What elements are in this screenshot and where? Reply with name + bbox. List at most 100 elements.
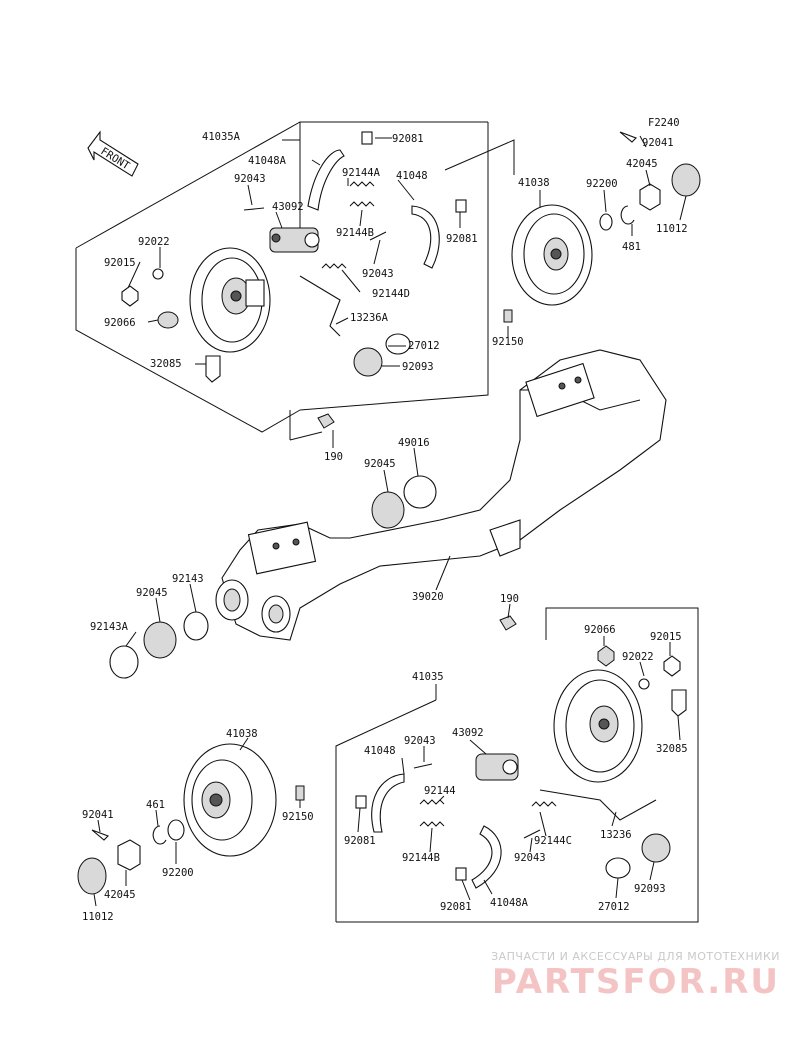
clip-92081-lower [355, 795, 367, 809]
label-42045: 42045 [104, 889, 136, 901]
label-92144: 92144 [424, 785, 456, 797]
clip-92081-upper [361, 131, 373, 145]
label-190: 190 [324, 451, 343, 463]
label-92144C: 92144C [534, 835, 572, 847]
label-43092: 43092 [272, 201, 304, 213]
label-41048A: 41048A [490, 897, 529, 909]
clip-92081-upper-right [455, 199, 467, 213]
label-27012: 27012 [408, 340, 440, 352]
brake-drum-upper-right [444, 139, 593, 306]
bearing-92045-upper [371, 491, 405, 529]
brake-shoe-upper-b [411, 205, 440, 269]
label-92045: 92045 [136, 587, 168, 599]
pin-92041-lower [91, 829, 109, 841]
label-92041: 92041 [82, 809, 114, 821]
bolt-190-lower [499, 615, 517, 631]
label-461: 461 [146, 799, 165, 811]
label-13236: 13236 [600, 829, 632, 841]
label-32085: 32085 [150, 358, 182, 370]
brake-drum-lower-left [183, 743, 277, 857]
label-92081: 92081 [344, 835, 376, 847]
label-27012: 27012 [598, 901, 630, 913]
label-92144D: 92144D [372, 288, 410, 300]
pin-92041-upper [619, 131, 637, 143]
label-92150: 92150 [492, 336, 524, 348]
washer-92200-upper [599, 213, 613, 231]
label-43092: 43092 [452, 727, 484, 739]
pin-92043-upper-b [369, 231, 387, 241]
label-92015: 92015 [104, 257, 136, 269]
brake-shoe-upper-a [307, 149, 345, 211]
spring-92144D [321, 263, 347, 269]
sleeve-92143A [109, 645, 139, 679]
label-92143A: 92143A [90, 621, 129, 633]
axle-housing-39020 [215, 349, 667, 641]
brake-shoe-lower-b [471, 825, 502, 889]
watermark-logo: PARTSFOR.RU [491, 962, 780, 1002]
label-481: 481 [622, 241, 641, 253]
lever-13236 [539, 789, 657, 821]
spring-92144C [531, 801, 557, 807]
spring-92144 [419, 799, 445, 805]
label-190: 190 [500, 593, 519, 605]
label-92093: 92093 [634, 883, 666, 895]
label-92144A: 92144A [342, 167, 381, 179]
label-39020: 39020 [412, 591, 444, 603]
seal-27012-lower [605, 857, 631, 879]
seal-49016 [403, 475, 437, 509]
label-11012: 11012 [656, 223, 688, 235]
upper-left-assembly-box [75, 121, 489, 441]
nut-92015-lower [663, 655, 681, 677]
label-92022: 92022 [622, 651, 654, 663]
label-92043: 92043 [234, 173, 266, 185]
label-92043: 92043 [404, 735, 436, 747]
label-41048: 41048 [364, 745, 396, 757]
label-92144B: 92144B [402, 852, 440, 864]
brake-panel-upper [189, 247, 271, 353]
lower-right-assembly-box [335, 607, 699, 923]
bolt-92150-lower [295, 785, 305, 801]
label-92150: 92150 [282, 811, 314, 823]
part-labels: F2240 41035A 92081 41048A 92144A 41048 9… [82, 117, 688, 923]
nut-42045-upper [639, 183, 661, 211]
label-41035: 41035 [412, 671, 444, 683]
front-arrow-icon: FRONT [87, 130, 139, 177]
spring-32085-upper [205, 355, 221, 383]
ring-461 [152, 825, 167, 845]
label-92081: 92081 [440, 901, 472, 913]
sleeve-92143 [183, 611, 209, 641]
label-92043: 92043 [514, 852, 546, 864]
label-92200: 92200 [586, 178, 618, 190]
nut-92015-upper [121, 285, 139, 307]
brake-shoe-lower-a [371, 773, 405, 833]
nut-42045-lower [117, 839, 141, 871]
pin-92043-upper [243, 207, 265, 211]
label-41035A: 41035A [202, 131, 241, 143]
pin-92043-lower-b [523, 829, 541, 839]
wheel-cylinder-lower [475, 753, 519, 781]
label-92081: 92081 [446, 233, 478, 245]
spring-92144A [349, 181, 375, 187]
watermark-tagline: ЗАПЧАСТИ И АКСЕССУАРЫ ДЛЯ МОТОТЕХНИКИ [491, 950, 780, 963]
label-92022: 92022 [138, 236, 170, 248]
spring-92144B-upper [349, 201, 375, 207]
label-92066: 92066 [104, 317, 136, 329]
watermark: ЗАПЧАСТИ И АКСЕССУАРЫ ДЛЯ МОТОТЕХНИКИ PA… [491, 950, 780, 1001]
spring-92144B-lower [419, 821, 445, 827]
label-92015: 92015 [650, 631, 682, 643]
label-92093: 92093 [402, 361, 434, 373]
label-42045: 42045 [626, 158, 658, 170]
label-41038: 41038 [518, 177, 550, 189]
wheel-cylinder-upper [269, 227, 320, 253]
label-49016: 49016 [398, 437, 430, 449]
label-11012: 11012 [82, 911, 114, 923]
label-41048: 41048 [396, 170, 428, 182]
label-41048A: 41048A [248, 155, 287, 167]
ring-481-upper [620, 205, 635, 225]
figure-code: F2240 [648, 117, 680, 129]
label-92200: 92200 [162, 867, 194, 879]
label-92041: 92041 [642, 137, 674, 149]
clip-92081-lower-b [455, 867, 467, 881]
label-41038: 41038 [226, 728, 258, 740]
